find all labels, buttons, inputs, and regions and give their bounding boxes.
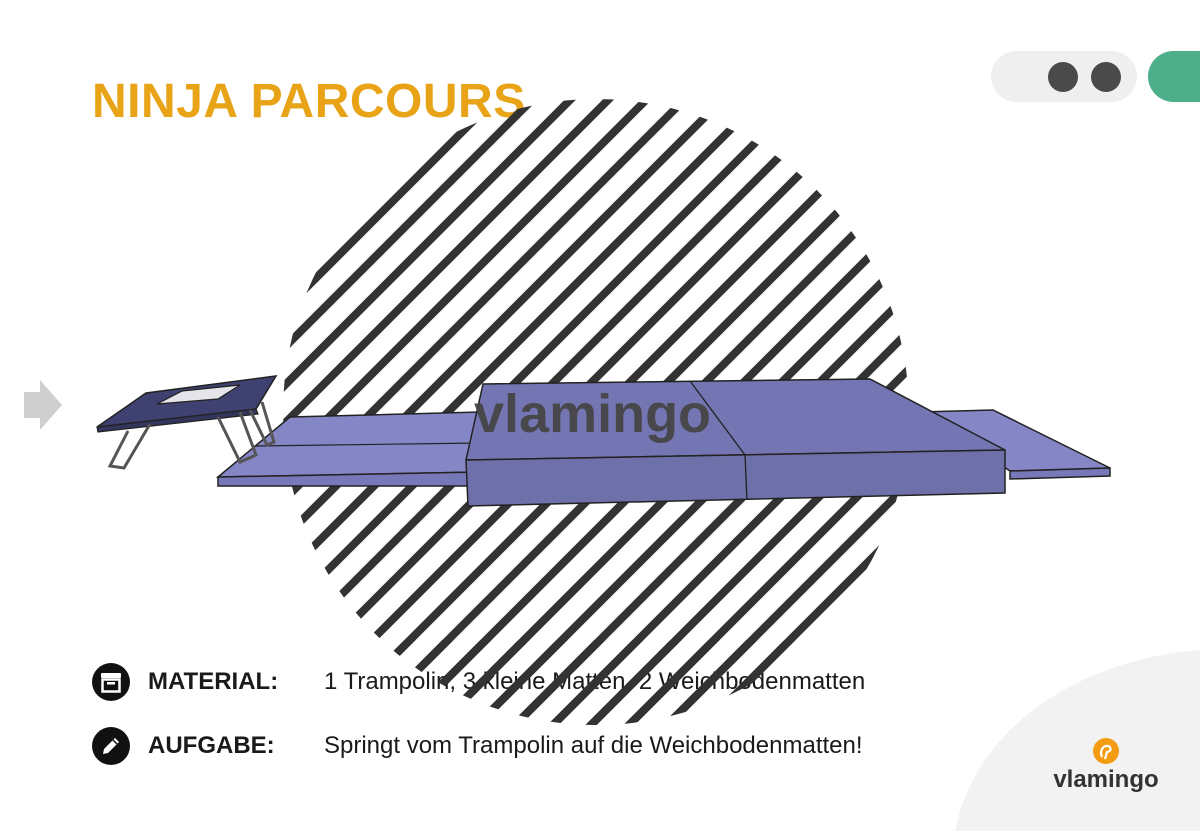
next-tab-button[interactable] [1148, 51, 1200, 102]
archive-box-icon [92, 663, 130, 701]
arrow-right-icon[interactable] [22, 378, 64, 432]
watermark-text: vlamingo [474, 384, 711, 444]
page-title: NINJA PARCOURS [92, 75, 526, 128]
soft-mats [465, 378, 1006, 507]
window-controls [991, 51, 1137, 102]
brand-name: vlamingo [1053, 766, 1158, 793]
task-value: Springt vom Trampolin auf die Weichboden… [324, 732, 863, 759]
corner-decoration [955, 650, 1200, 831]
stripe [283, 99, 761, 725]
control-dot-1[interactable] [1048, 62, 1078, 92]
flamingo-icon [1093, 738, 1119, 764]
trampoline [96, 375, 278, 470]
pencil-icon [92, 727, 130, 765]
material-label: MATERIAL: [148, 668, 279, 695]
control-dot-2[interactable] [1091, 62, 1121, 92]
material-value: 1 Trampolin, 3 kleine Matten, 2 Weichbod… [324, 668, 866, 695]
task-label: AUFGABE: [148, 732, 275, 759]
brand-logo[interactable]: vlamingo [1050, 737, 1162, 797]
